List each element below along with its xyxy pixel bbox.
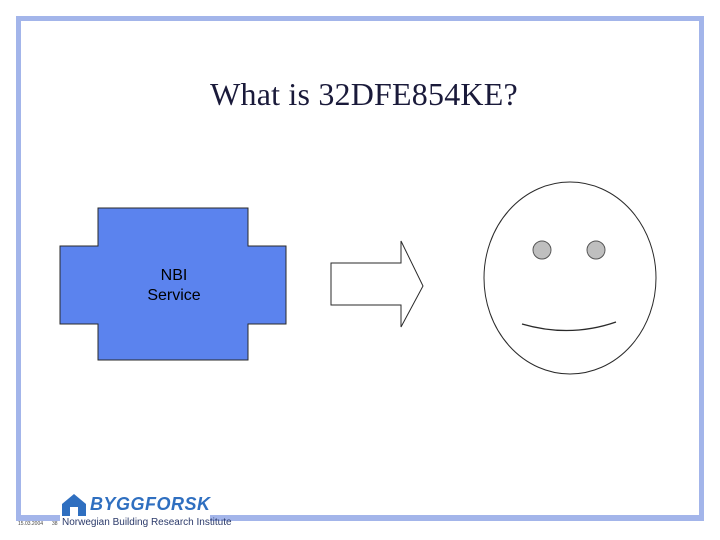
left-eye	[532, 240, 552, 260]
right-eye	[586, 240, 606, 260]
smiley-face-icon	[483, 181, 657, 375]
logo-name: BYGGFORSK	[90, 494, 211, 514]
mouth	[521, 321, 617, 332]
face-outline	[483, 181, 657, 375]
slide-date: 15.03.2004	[18, 521, 44, 527]
slide-title: What is 32DFE854KE?	[210, 76, 518, 112]
page-number: 38	[52, 521, 58, 527]
house-logo-icon	[62, 494, 86, 516]
nbi-service-shape	[59, 207, 287, 361]
byggforsk-logo: BYGGFORSK Norwegian Building Research In…	[60, 492, 232, 528]
logo-tagline: Norwegian Building Research Institute	[62, 517, 232, 528]
service-label: NBI Service	[147, 267, 201, 304]
right-arrow-icon	[330, 240, 424, 328]
